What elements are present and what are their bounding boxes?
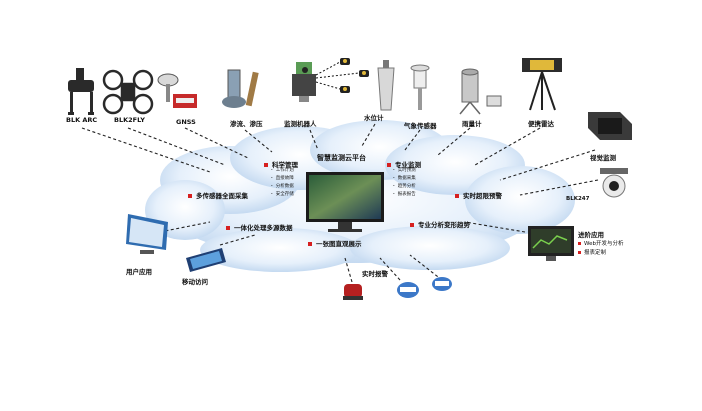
label-realtime-alarm: 实时报警 xyxy=(362,270,388,278)
label-visual-monitoring: 视觉监测 xyxy=(590,154,616,162)
feature-pro-analysis-text: 专业分析变形趋势 xyxy=(418,221,470,229)
feature-integrated-text: 一体化处理多源数据 xyxy=(234,224,293,232)
portable-radar-icon xyxy=(522,58,562,111)
feature-multi-sensor-text: 多传感器全面采集 xyxy=(196,192,248,200)
feature-pro-monitor-title: 专业监测 xyxy=(395,161,421,169)
label-blk-arc: BLK ARC xyxy=(66,116,98,124)
total-station-icon xyxy=(292,62,316,102)
platform-monitor-icon xyxy=(306,172,384,232)
feature-realtime-alert-text: 实时超限预警 xyxy=(463,192,502,200)
alarm-message-icon xyxy=(397,282,419,298)
blk-arc-robot-icon xyxy=(68,68,94,115)
feature-realtime-alert: 实时超限预警 xyxy=(455,190,502,200)
alarm-email-icon xyxy=(432,277,452,291)
label-weather-sensor: 气象传感器 xyxy=(404,122,437,130)
advanced-item: Web开发与分析 xyxy=(578,240,624,249)
label-portable-radar: 便携雷达 xyxy=(528,120,554,128)
advanced-item: 报表定制 xyxy=(578,249,624,258)
feature-multi-sensor: 多传感器全面采集 xyxy=(188,190,248,200)
label-blk2fly: BLK2FLY xyxy=(114,116,145,124)
feature-integrated-data: 一体化处理多源数据 xyxy=(226,222,293,232)
blk2fly-drone-icon xyxy=(102,69,154,115)
advanced-item-text: Web开发与分析 xyxy=(584,241,624,247)
feature-one-view: 一张图直观展示 xyxy=(308,238,362,248)
pro-monitor-item: 趋势分析 xyxy=(393,183,416,191)
advanced-app-items: Web开发与分析 报表定制 xyxy=(578,240,624,258)
pro-monitor-items: 实时预测 数据采集 趋势分析 报表报告 xyxy=(393,167,416,199)
seepage-sensor-icon xyxy=(222,69,259,108)
feature-science-management: 科学管理 xyxy=(264,159,298,169)
label-rain-gauge: 雨量计 xyxy=(462,120,482,128)
pro-monitor-item: 实时预测 xyxy=(393,167,416,175)
visual-monitor-camera-icon xyxy=(588,112,632,140)
label-gnss: GNSS xyxy=(176,118,196,126)
rain-gauge-small-icon xyxy=(486,95,502,107)
advanced-app-title: 进阶应用 xyxy=(578,231,604,239)
weather-sensor-icon xyxy=(410,64,430,110)
feature-one-view-text: 一张图直观展示 xyxy=(316,240,362,248)
label-seepage: 渗流、渗压 xyxy=(230,120,263,128)
laser-beams xyxy=(315,61,360,90)
water-level-gauge-icon xyxy=(377,60,395,111)
feature-science-title: 科学管理 xyxy=(272,161,298,169)
science-item: 安全存储 xyxy=(271,191,294,199)
pro-monitor-item: 数据采集 xyxy=(393,175,416,183)
prism-icons xyxy=(340,58,369,93)
feature-pro-monitoring: 专业监测 xyxy=(387,159,421,169)
advanced-item-text: 报表定制 xyxy=(584,250,607,256)
label-user-app: 用户应用 xyxy=(126,268,152,276)
science-item: 分析数据 xyxy=(271,183,294,191)
label-monitoring-robot: 监测机器人 xyxy=(284,120,317,128)
pro-monitor-item: 报表报告 xyxy=(393,191,416,199)
label-blk247: BLK247 xyxy=(566,196,590,202)
science-item: 直接故障 xyxy=(271,175,294,183)
alarm-siren-icon xyxy=(343,284,363,300)
platform-title: 智慧监测云平台 xyxy=(317,154,366,162)
gnss-receiver-icon xyxy=(157,73,197,108)
science-item: 工作计划 xyxy=(271,167,294,175)
advanced-app-monitor-icon xyxy=(528,226,574,261)
blk247-sensor-icon xyxy=(600,168,628,198)
connector-lines xyxy=(81,123,599,283)
feature-pro-analysis: 专业分析变形趋势 xyxy=(410,219,470,229)
user-app-monitor-icon xyxy=(126,214,168,254)
science-items: 工作计划 直接故障 分析数据 安全存储 xyxy=(271,167,294,199)
rain-gauge-icon xyxy=(459,68,481,115)
mobile-phone-icon xyxy=(186,248,226,272)
label-mobile-access: 移动访问 xyxy=(182,278,208,286)
label-water-level: 水位计 xyxy=(364,114,384,122)
